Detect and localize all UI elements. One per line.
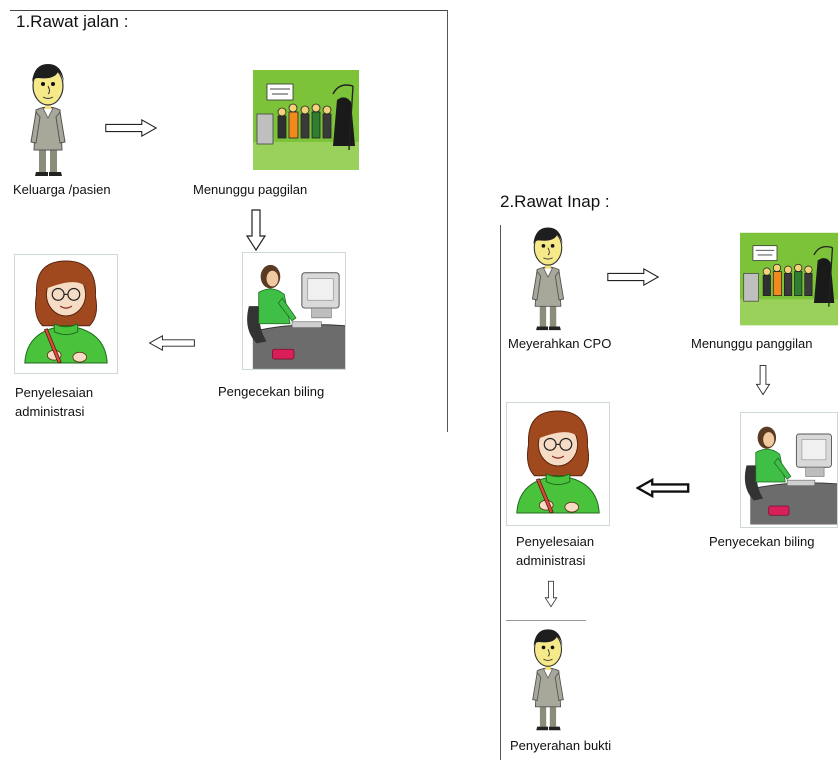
computer-user-icon [740,412,838,528]
panel-title: 1.Rawat jalan : [16,12,129,31]
man-icon [520,624,576,732]
step-label-menunggu: Menunggu panggilan [691,336,813,351]
step-label-menyerahkan: Meyerahkan CPO [508,336,612,351]
step-label-administrasi: administrasi [516,553,586,568]
panel-top-border [10,10,448,11]
arrow-left-icon [148,334,196,352]
step-label-penyerahan: Penyerahan bukti [510,738,612,753]
computer-user-icon [242,252,346,370]
step-label-pengecekan: Pengecekan biling [218,384,325,399]
step-label-menunggu: Menunggu paggilan [193,182,308,197]
waiting-queue-icon [740,230,838,328]
panel-right-border [447,10,448,432]
step-label-keluarga: Keluarga /pasien [13,182,111,197]
writing-woman-icon [506,402,610,526]
arrow-right-icon [102,119,160,137]
panel-rawat-inap: 2.Rawat Inap : Meyerahkan CPO Menunggu p… [490,180,838,760]
step-label-penyecekan: Penyecekan biling [709,534,815,549]
arrow-right-icon [604,268,662,286]
waiting-queue-icon [253,70,359,170]
arrow-down-icon [542,580,560,608]
man-icon [518,222,578,332]
panel-title: 2.Rawat Inap : [500,192,610,211]
divider-line [506,620,586,621]
writing-woman-icon [14,254,118,374]
panel-rawat-jalan: 1.Rawat jalan : Keluarga /pasien Menungg… [0,0,450,435]
arrow-left-icon [636,478,690,498]
step-label-penyelesaian: Penyelesaian [15,385,94,400]
panel-left-border [500,225,501,760]
man-icon [18,58,78,178]
step-label-penyelesaian: Penyelesaian [516,534,595,549]
arrow-down-icon [754,364,772,396]
step-label-administrasi: administrasi [15,404,85,419]
arrow-down-icon [246,208,266,252]
